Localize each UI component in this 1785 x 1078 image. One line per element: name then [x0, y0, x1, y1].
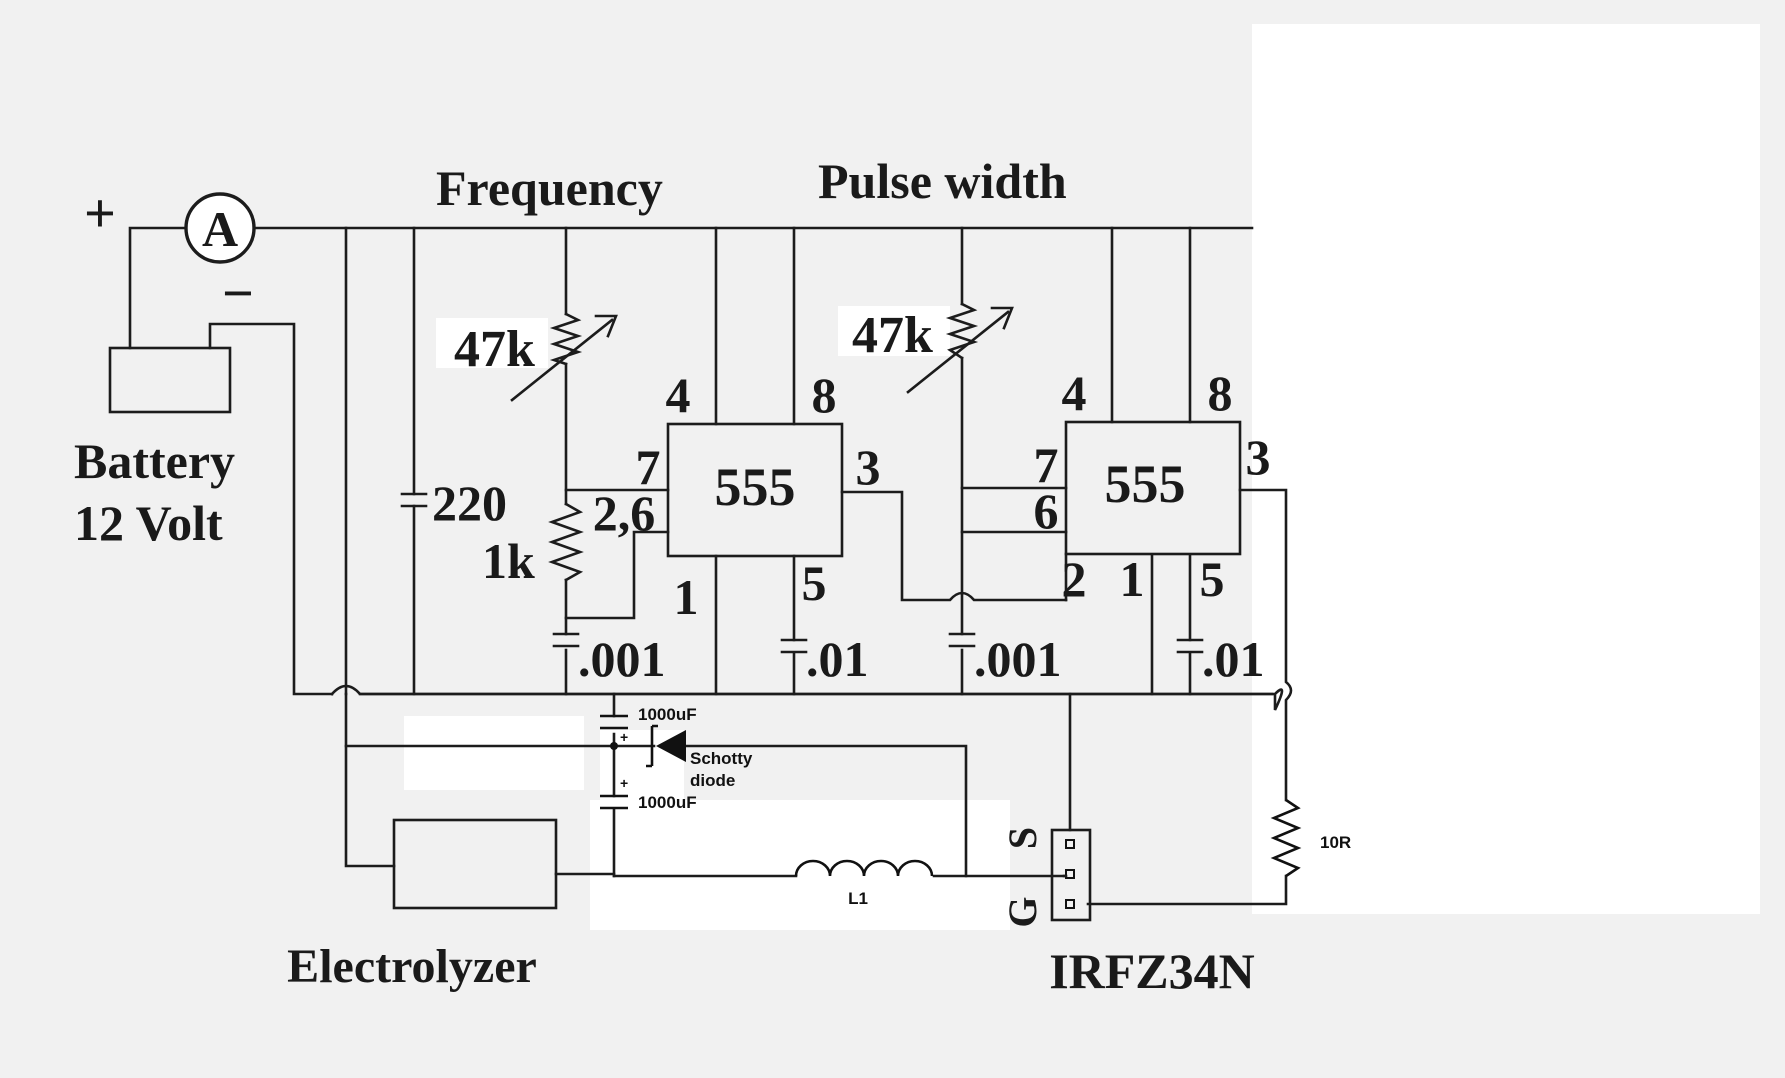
- timer2-chip-label: 555: [1105, 454, 1186, 514]
- capacitor-01-a-icon: [780, 638, 808, 654]
- capacitor-220-icon: [400, 492, 428, 508]
- cap-bottom-plus: +: [620, 775, 628, 791]
- mosfet-source-label: S: [1000, 827, 1045, 849]
- capacitor-001-b-icon: [948, 632, 976, 648]
- ammeter-icon: A: [184, 192, 256, 264]
- timer2-pin5: 5: [1200, 551, 1225, 607]
- cap-top-plus: +: [620, 729, 628, 745]
- cap-1000uf-top-label: 1000uF: [638, 705, 697, 724]
- mosfet-label: IRFZ34N: [1049, 943, 1255, 999]
- inductor-label: L1: [848, 889, 868, 908]
- timer2-pin4: 4: [1062, 365, 1087, 421]
- resistor-1k-icon: [548, 502, 584, 582]
- timer2-pin8: 8: [1208, 365, 1233, 421]
- cap-1000uf-bottom-label: 1000uF: [638, 793, 697, 812]
- pot2-label: 47k: [852, 307, 933, 364]
- diode-label-1: Schotty: [690, 749, 753, 768]
- electrolyzer-icon: [392, 818, 558, 910]
- capacitor-001-a-icon: [552, 632, 580, 648]
- cap-001-b-label: .001: [974, 631, 1062, 687]
- electrolyzer-label: Electrolyzer: [287, 940, 537, 993]
- schottky-diode-icon: [646, 724, 686, 768]
- timer1-pin4: 4: [666, 367, 691, 423]
- blank-region: [1252, 24, 1760, 914]
- battery-plus-label: +: [84, 183, 116, 245]
- cap-01-a-label: .01: [806, 631, 869, 687]
- timer2-pin3: 3: [1246, 429, 1271, 485]
- timer1-pin8: 8: [812, 367, 837, 423]
- timer1-pin5: 5: [802, 555, 827, 611]
- resistor-10r-label: 10R: [1320, 833, 1351, 852]
- timer1-chip-label: 555: [715, 457, 796, 517]
- inductor-icon: [794, 859, 934, 877]
- battery-voltage-label: 12 Volt: [74, 495, 223, 551]
- timer-555-1: [666, 422, 844, 558]
- capacitor-1000uf-top-icon: [600, 714, 628, 730]
- cap-01-b-label: .01: [1202, 631, 1265, 687]
- timer1-pin7: 7: [636, 439, 661, 495]
- resistor-10r-icon: [1270, 798, 1302, 878]
- pulse-width-heading: Pulse width: [818, 153, 1067, 209]
- potentiometer-2-icon: [838, 302, 1014, 394]
- cap-220-label: 220: [432, 475, 507, 531]
- diode-label-2: diode: [690, 771, 735, 790]
- ammeter-symbol: A: [202, 201, 238, 257]
- timer2-pin6: 6: [1034, 483, 1059, 539]
- res-1k-label: 1k: [482, 533, 535, 589]
- wiring: [128, 226, 1293, 906]
- battery-icon: [108, 346, 232, 414]
- timer2-pin7: 7: [1034, 437, 1059, 493]
- frequency-heading: Frequency: [436, 160, 663, 216]
- timer2-pin2: 2: [1062, 551, 1087, 607]
- timer2-pin1: 1: [1120, 551, 1145, 607]
- battery-label: Battery: [74, 433, 235, 489]
- timer1-pin1: 1: [674, 569, 699, 625]
- timer-555-2: [1064, 420, 1242, 556]
- mosfet-gate-label: G: [1000, 896, 1045, 927]
- mosfet-icon: [1050, 828, 1092, 922]
- timer1-pin26: 2,6: [593, 485, 656, 541]
- potentiometer-1-icon: [436, 312, 618, 402]
- timer1-pin3: 3: [856, 439, 881, 495]
- battery-minus-label: −: [222, 263, 254, 325]
- cap-001-a-label: .001: [578, 631, 666, 687]
- capacitor-01-b-icon: [1176, 638, 1204, 654]
- capacitor-1000uf-bottom-icon: [600, 794, 628, 810]
- pot1-label: 47k: [454, 321, 535, 378]
